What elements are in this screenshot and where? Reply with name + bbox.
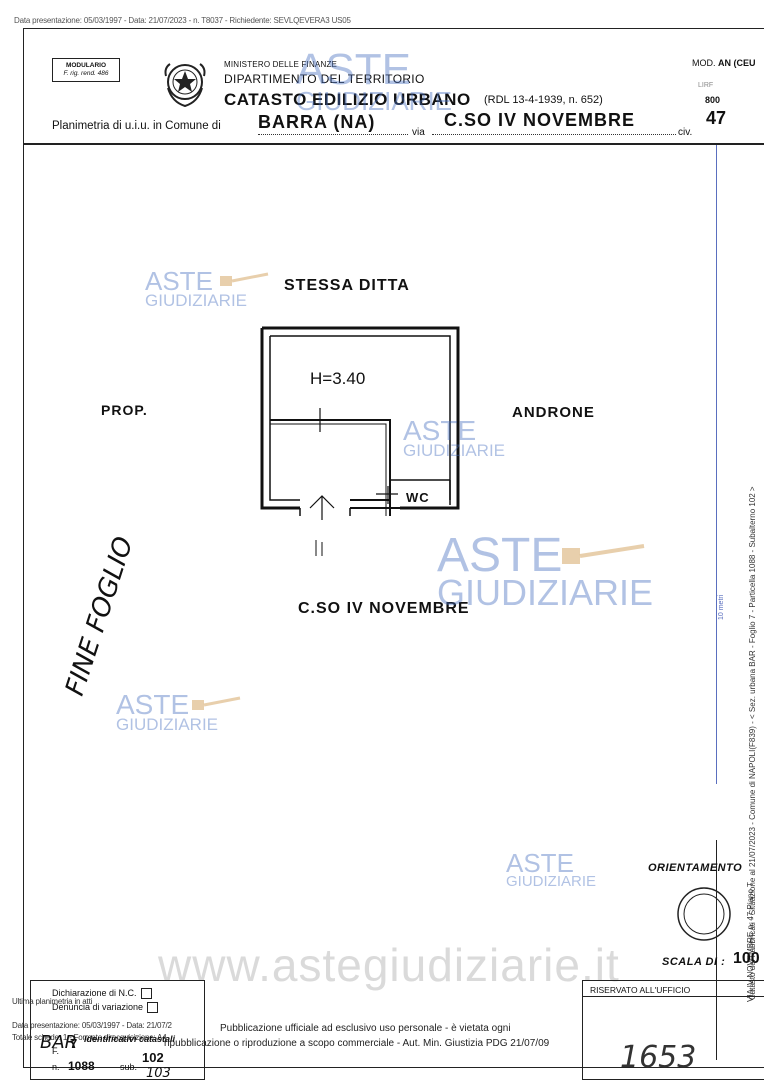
gavel-icon [192,696,241,710]
aste-watermark: ASTE GIUDIZIARIE [296,48,453,116]
ministero-label: MINISTERO DELLE FINANZE [224,60,338,69]
disclaimer-line2: ripubblicazione o riproduzione a scopo c… [164,1038,550,1049]
foglio-value: 7 [70,1036,78,1051]
scale-side-label: 10 metri [718,594,725,620]
lirf-label: LIRF [698,82,714,89]
gavel-icon [220,272,269,286]
subalterno-value: 102 [142,1050,164,1065]
watermark-line2: GIUDIZIARIE [403,441,506,461]
scale-line [716,144,717,784]
aste-watermark: ASTE GIUDIZIARIE [145,268,248,311]
watermark-line1: ASTE [145,266,213,296]
data-presentazione-label: Data presentazione: 05/03/1997 - Data: 2… [12,1021,172,1030]
watermark-line1: ASTE [296,45,411,94]
comune-value: BARRA (NA) [258,112,376,132]
east-label: ANDRONE [512,404,595,421]
watermark-line2: GIUDIZIARIE [506,873,597,891]
scala-label: SCALA DI : [662,956,726,968]
subalterno-handwritten: 103 [146,1066,171,1081]
particella-value: 1088 [68,1059,95,1073]
civ-label: civ. [678,127,693,138]
sub-label: sub. [120,1062,138,1072]
gavel-icon [562,544,645,564]
modulario-title: MODULARIO [65,62,107,69]
lirf-code: 800 [705,95,721,105]
watermark-line1: ASTE [403,415,477,446]
scala-value: 100 [733,950,760,967]
aste-watermark: ASTE GIUDIZIARIE [116,689,219,735]
mod-value: AN (CEU [718,58,756,68]
via-label: via [412,127,425,138]
watermark-line2: GIUDIZIARIE [145,291,248,311]
civ-number: 47 [706,108,727,128]
n-label: n. [52,1062,60,1072]
watermark-line1: ASTE [437,529,563,582]
document-metadata-strip: Data presentazione: 05/03/1997 - Data: 2… [14,16,351,25]
disclaimer-line1: Pubblicazione ufficiale ad esclusivo uso… [220,1023,511,1034]
watermark-line1: ASTE [506,848,574,878]
aste-watermark: ASTE GIUDIZIARIE [437,532,654,614]
handwritten-number: 1653 [620,1040,697,1075]
foglio-label: F. [52,1046,60,1056]
riservato-label: RISERVATO ALL'UFFICIO [590,985,691,995]
planimetria-label: Planimetria di u.i.u. in Comune di [52,120,221,132]
wc-label: WC [406,490,430,505]
orientamento-label: ORIENTAMENTO [648,862,743,874]
aste-watermark: ASTE GIUDIZIARIE [403,415,506,461]
document-frame [23,28,764,1068]
comune-dotted-line [258,134,408,135]
via-value: C.SO IV NOVEMBRE [444,110,636,130]
margin-line [716,840,717,1060]
mod-prefix: MOD. [692,58,716,68]
watermark-line2: GIUDIZIARIE [296,85,453,116]
south-label: C.SO IV NOVEMBRE [298,600,470,617]
sez-handwritten: BAR [40,1032,78,1053]
watermark-line2: GIUDIZIARIE [116,715,219,735]
denuncia-checkbox [147,1002,159,1014]
rdl-reference: (RDL 13-4-1939, n. 652) [484,94,603,106]
modulario-subtitle: F. rig. rend. 486 [63,70,109,77]
dichiarazione-row: Dichiarazione di N.C. [52,988,152,1000]
watermark-line1: ASTE [116,689,190,720]
denuncia-label: Denuncia di variazione [52,1002,144,1012]
totale-schede-label: Totale schede: 1 - Formato di acquisizio… [12,1033,167,1042]
riservato-rule [582,996,764,997]
denuncia-row: Denuncia di variazione [52,1002,159,1014]
compass-icon [677,887,731,941]
site-watermark: www.astegiudiziarie.it [158,939,620,991]
dichiarazione-checkbox [140,988,152,1000]
via-dotted-line [432,134,676,135]
modulario-box: MODULARIO F. rig. rend. 486 [52,58,120,82]
dichiarazione-label: Dichiarazione di N.C. [52,988,137,998]
dipartimento-label: DIPARTIMENTO DEL TERRITORIO [224,72,425,86]
watermark-line2: GIUDIZIARIE [437,572,654,614]
floor-plan [260,326,460,556]
aste-watermark: ASTE GIUDIZIARIE [506,850,597,891]
ultima-planimetria-label: Ultima planimetria in atti [12,997,93,1006]
identificativi-label: Identificativi catastali [84,1034,176,1044]
catasto-title: CATASTO EDILIZIO URBANO [224,90,471,109]
height-label: H=3.40 [310,369,366,388]
mod-code: MOD. AN (CEU [692,58,756,68]
publication-disclaimer: Pubblicazione ufficiale ad esclusivo uso… [164,1021,549,1051]
west-label: PROP. [101,402,148,418]
republic-emblem-icon [164,63,206,108]
north-label: STESSA DITTA [284,277,410,294]
header-rule [23,143,764,145]
